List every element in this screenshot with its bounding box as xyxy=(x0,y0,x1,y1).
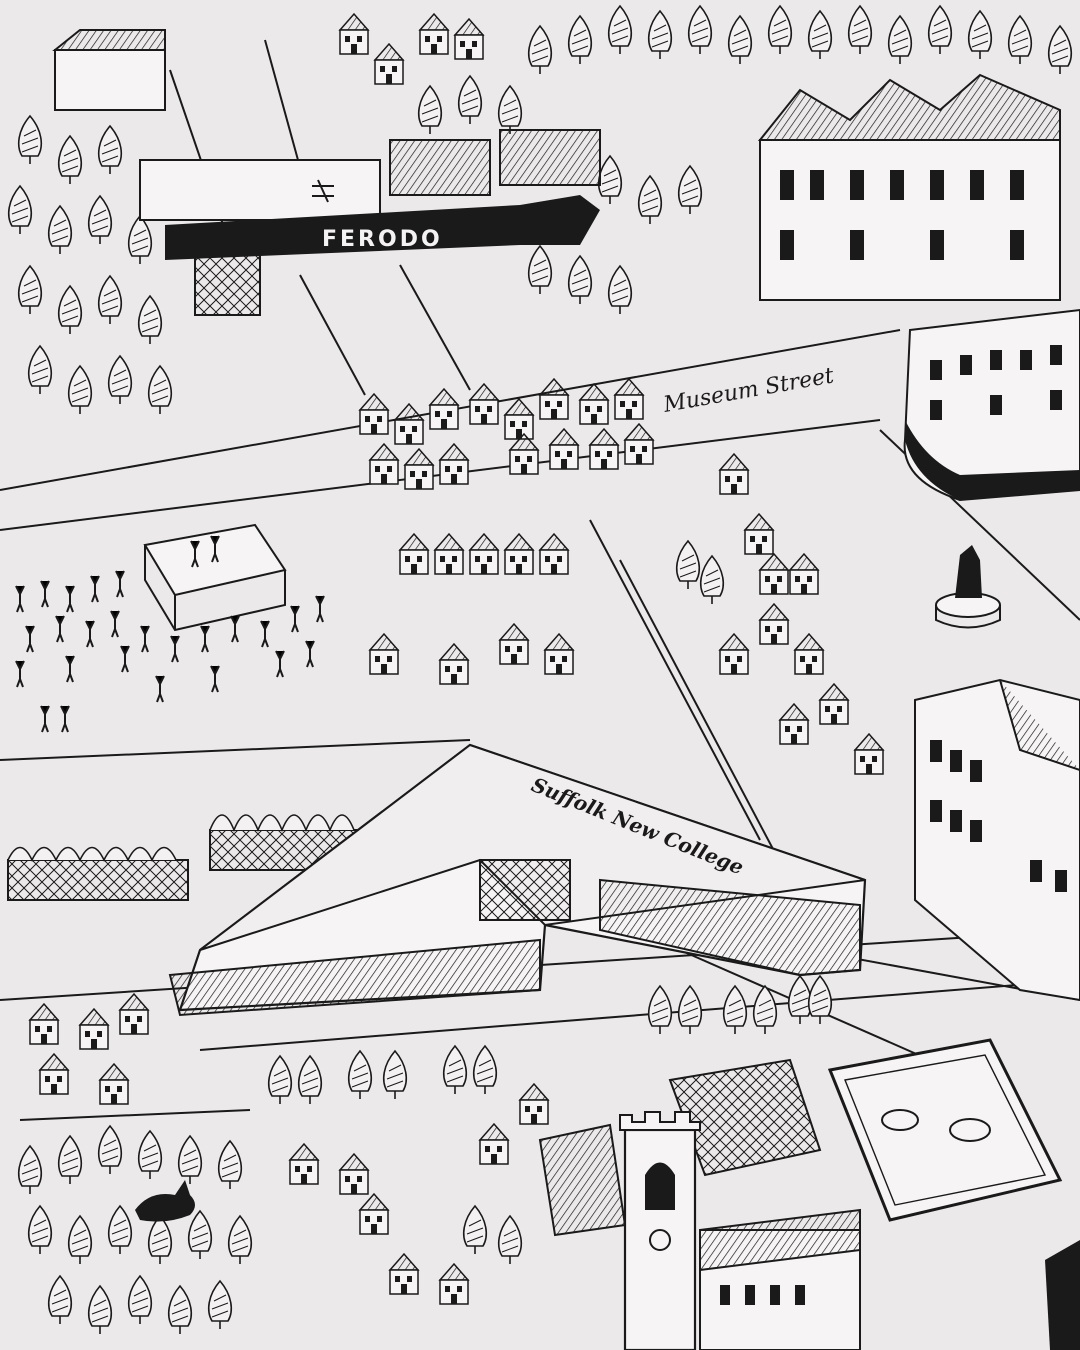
fountain-icon xyxy=(935,545,1001,629)
animal-enclosure xyxy=(827,1038,1063,1222)
church-tower-icon xyxy=(619,1111,861,1350)
deer-icon xyxy=(135,1180,195,1222)
ferodo-bridge: FERODO xyxy=(139,129,601,316)
railway-symbol-icon xyxy=(312,179,334,203)
buildings-top xyxy=(52,13,484,111)
right-building xyxy=(914,678,1080,1002)
corner-building xyxy=(903,308,1080,502)
suffolk-new-college-building xyxy=(168,743,867,1017)
greenhouse xyxy=(538,1058,822,1237)
boxing-ring-icon xyxy=(143,523,287,632)
museum-building xyxy=(757,73,1061,301)
bridge-sign: FERODO xyxy=(322,227,443,252)
building-bottom-right xyxy=(1045,1240,1080,1350)
